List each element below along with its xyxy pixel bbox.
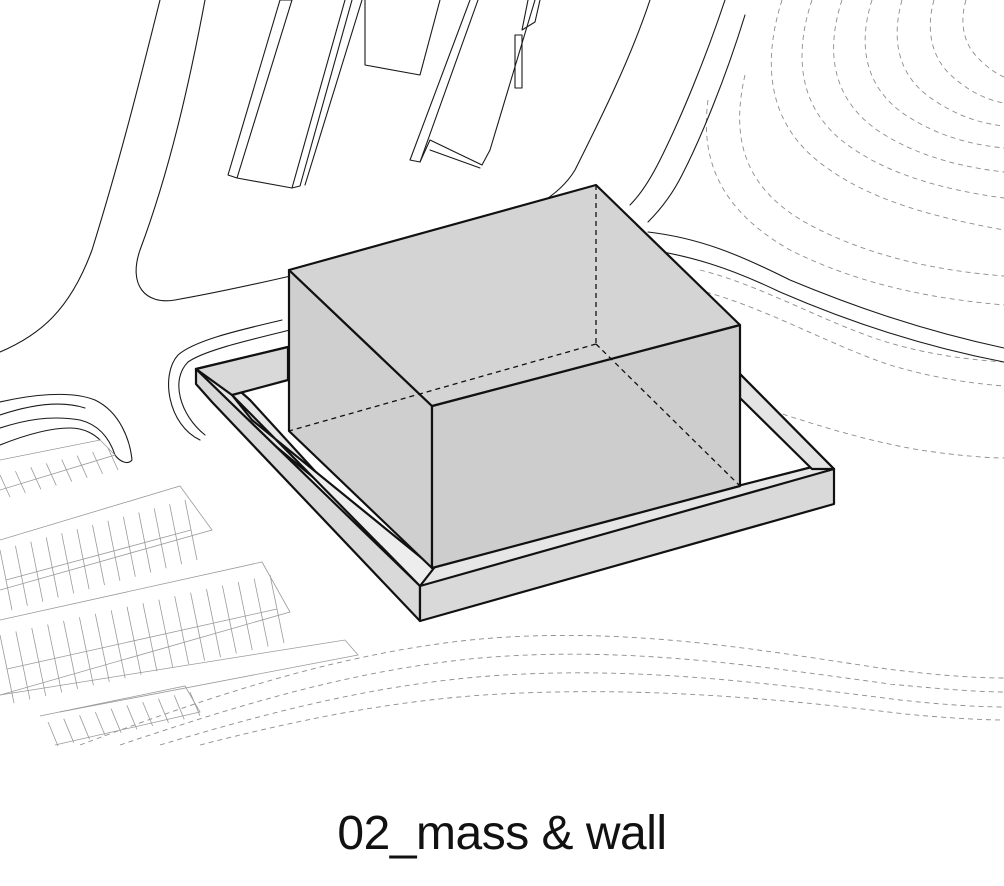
- contour-line: [896, 0, 1004, 127]
- ramp-left: [227, 0, 293, 179]
- parking-stall-line: [107, 447, 119, 471]
- road-edge: [629, 0, 726, 206]
- parking-stall-line: [110, 708, 122, 733]
- wall-right-face: [418, 467, 836, 623]
- contour-line: [699, 269, 1004, 363]
- parking-stall-line: [6, 608, 278, 670]
- road-edge: [0, 0, 161, 353]
- parking-stall-line: [79, 715, 90, 740]
- parking-stall-line: [5, 529, 192, 581]
- building-mass: [287, 183, 742, 570]
- contour-line: [119, 653, 1004, 746]
- ramp-wall: [514, 34, 523, 89]
- parking-stall-line: [63, 718, 75, 743]
- parking-stall-line: [47, 721, 59, 747]
- ramp-right: [409, 0, 536, 166]
- ramp-center-edge: [304, 0, 363, 186]
- road-edge: [0, 427, 101, 446]
- parking-stall-line: [142, 701, 154, 727]
- ramp-center: [364, 0, 441, 76]
- wall-back-right: [738, 372, 836, 471]
- contour-line: [962, 0, 1004, 78]
- contour-line: [705, 99, 1004, 306]
- kerb-edge: [168, 319, 283, 441]
- mass-hidden-edge: [595, 343, 741, 487]
- diagram-caption: 02_mass & wall: [337, 807, 667, 860]
- parking-row-outline: [0, 561, 291, 696]
- parking-stall-line: [15, 470, 26, 494]
- road-edge: [637, 247, 1004, 363]
- parking-row-outline: [39, 685, 201, 746]
- contour-line: [833, 0, 1004, 173]
- contour-line: [929, 0, 1004, 104]
- contour-line: [770, 0, 1004, 231]
- parking-lot: [0, 447, 285, 747]
- contour-line: [739, 399, 1004, 459]
- parking-stall-line: [173, 695, 185, 720]
- parking-stall-line: [92, 451, 103, 475]
- contour-line: [159, 672, 1004, 746]
- parking-stall-line: [61, 459, 73, 482]
- contour-line: [199, 691, 1004, 746]
- contour-line: [864, 0, 1004, 149]
- road-edge: [647, 14, 746, 223]
- road-edge: [647, 231, 1004, 349]
- contour-line: [705, 291, 1004, 387]
- parking-stall-line: [158, 698, 169, 723]
- parking-row-outline: [0, 439, 116, 491]
- mass-hidden-edge: [288, 343, 597, 432]
- road-edge: [0, 393, 133, 464]
- road-edge: [0, 403, 86, 416]
- ramp-left-body: [236, 0, 353, 189]
- contour-line: [79, 635, 1004, 746]
- ramp-right-edge: [419, 0, 479, 163]
- context-roads: [0, 0, 1004, 464]
- contour-line: [801, 0, 1004, 199]
- ramp-left-edge: [291, 0, 346, 189]
- parking-stall-line: [30, 467, 42, 490]
- ramp-right-edge: [429, 149, 481, 169]
- ramp-structures: [227, 0, 541, 189]
- terrain-contours: [79, 0, 1004, 746]
- parking-row-outline: [0, 485, 213, 591]
- contour-line: [739, 74, 1004, 277]
- kerb-edge: [178, 329, 291, 436]
- ramp-wall: [521, 0, 541, 31]
- parking-stall-line: [126, 705, 138, 730]
- parking-row-outline: [0, 639, 359, 713]
- mass-top-face: [287, 183, 742, 408]
- parking-stall-line: [76, 455, 88, 478]
- parking-outline: [0, 439, 359, 746]
- parking-stall-line: [0, 474, 11, 498]
- parking-stall-line: [94, 711, 106, 737]
- wall-front-face: [194, 367, 422, 623]
